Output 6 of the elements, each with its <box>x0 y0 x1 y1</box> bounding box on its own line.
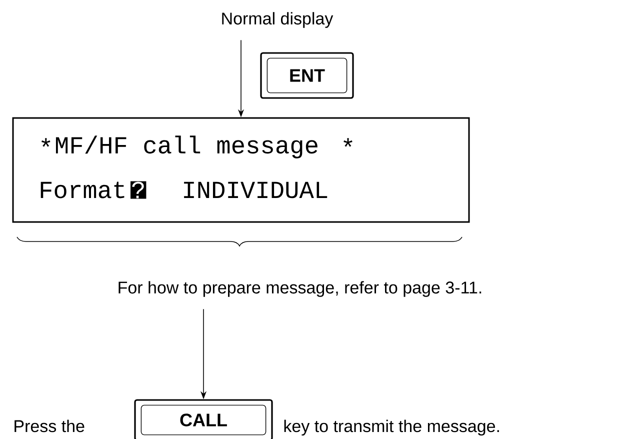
caption-text: Normal display <box>222 12 334 28</box>
caption-text: For how to prepare message, refer to page 3-11. <box>118 281 482 297</box>
label-text: Press the <box>14 420 84 432</box>
key-button: ENT <box>260 52 354 99</box>
display-screen: * MF/HF call message * Format ? INDIVIDUAL <box>12 117 470 223</box>
key-button: CALL <box>134 399 273 439</box>
